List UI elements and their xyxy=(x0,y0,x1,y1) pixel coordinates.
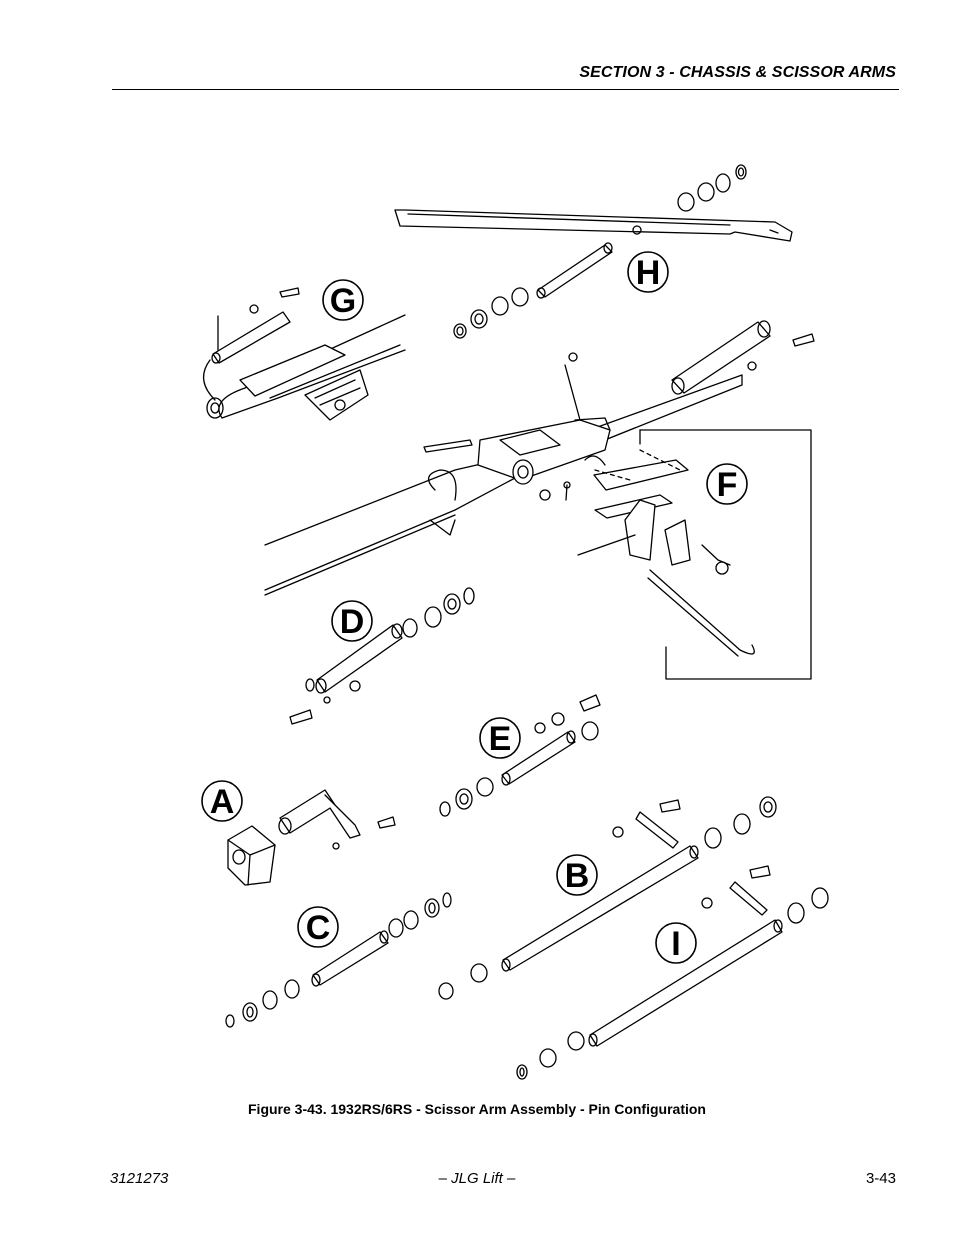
pin-b-bushings xyxy=(438,796,777,1000)
callout-b: B xyxy=(556,854,598,896)
pin-d xyxy=(289,623,403,725)
pin-i-bushings xyxy=(516,887,829,1080)
pin-i xyxy=(588,865,783,1047)
callout-f-label: F xyxy=(717,466,738,504)
footer-brand: – JLG Lift – xyxy=(438,1170,516,1187)
callout-c: C xyxy=(297,906,339,948)
pin-h-bushings xyxy=(453,287,529,339)
callout-e: E xyxy=(479,717,521,759)
f-bracket-assembly xyxy=(577,449,755,657)
callout-h-label: H xyxy=(636,254,661,292)
pin-c xyxy=(311,930,389,987)
main-center-bracket xyxy=(423,352,611,485)
center-fasteners xyxy=(539,455,606,501)
top-arm-bar xyxy=(394,209,793,242)
callout-h: H xyxy=(627,251,669,293)
callout-c-label: C xyxy=(306,909,331,947)
callout-i: I xyxy=(655,922,697,964)
pin-d-bushings xyxy=(402,587,475,638)
callout-a: A xyxy=(201,780,243,822)
f-frame xyxy=(639,429,812,680)
callout-b-label: B xyxy=(565,857,590,895)
footer-doc-number: 3121273 xyxy=(110,1170,169,1187)
callout-d-label: D xyxy=(340,603,365,641)
pin-c-bushings xyxy=(225,892,452,1028)
callout-g-label: G xyxy=(330,282,356,320)
bracket-g xyxy=(304,369,369,421)
callout-e-label: E xyxy=(489,720,512,758)
section-title: SECTION 3 - CHASSIS & SCISSOR ARMS xyxy=(579,64,896,81)
callout-f: F xyxy=(706,463,748,505)
callout-i-label: I xyxy=(671,925,680,963)
pin-a xyxy=(278,789,396,850)
callout-g: G xyxy=(322,279,364,321)
pin-e-bushings xyxy=(439,721,599,817)
top-bushings xyxy=(677,164,747,212)
pin-h xyxy=(536,242,613,299)
pin-right-upper xyxy=(671,320,815,395)
upper-left-arm xyxy=(203,314,406,419)
main-long-arm xyxy=(264,374,743,596)
pin-g xyxy=(211,287,300,364)
header-rule xyxy=(112,89,899,90)
block-a xyxy=(227,825,276,886)
callout-a-label: A xyxy=(210,783,235,821)
figure-caption: Figure 3-43. 1932RS/6RS - Scissor Arm As… xyxy=(248,1101,706,1117)
footer-page-number: 3-43 xyxy=(865,1170,896,1187)
pin-e xyxy=(501,694,601,786)
callout-d: D xyxy=(331,600,373,642)
pin-b xyxy=(501,799,699,972)
